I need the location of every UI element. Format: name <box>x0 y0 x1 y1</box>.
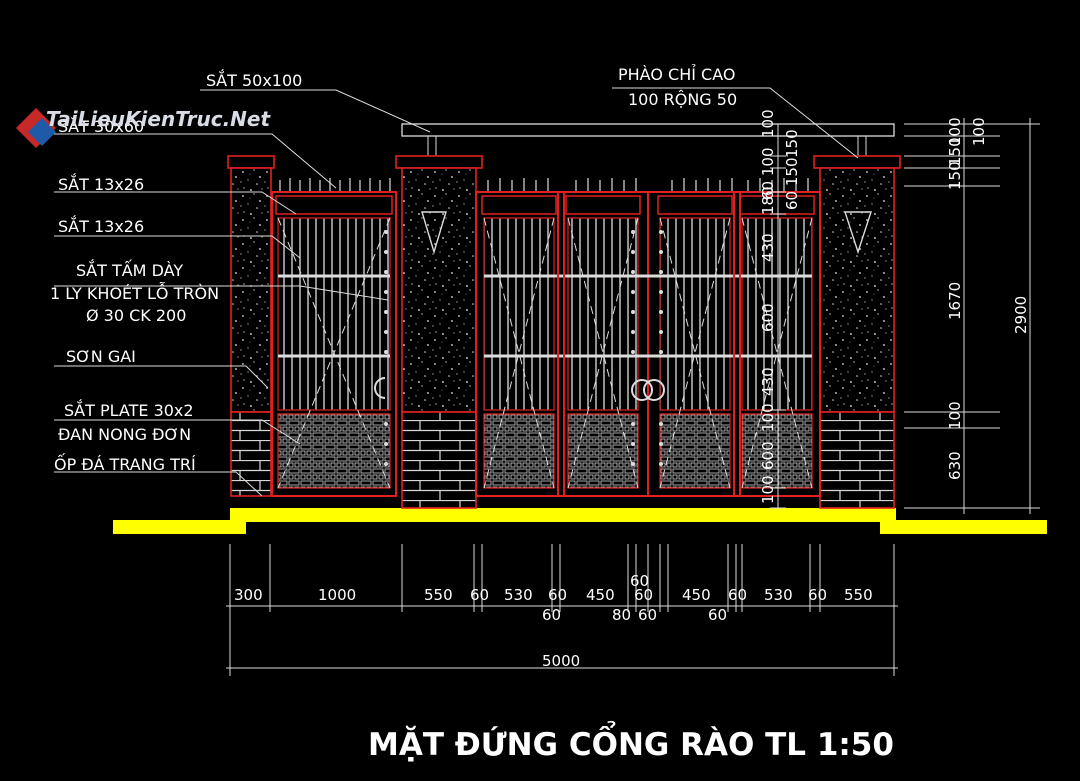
label-sat-30x60: SẮT 30x60 <box>58 115 144 136</box>
vdim-100a: 100 <box>759 109 777 138</box>
label-op-da-trang-tri: ỐP ĐÁ TRANG TRÍ <box>54 453 196 474</box>
hdim-60b: 60 <box>548 586 567 604</box>
hdim-60-low1: 60 <box>542 606 561 624</box>
vdim-60-150: 60 150 <box>783 158 801 211</box>
rdim-100a: 100 <box>946 117 964 146</box>
pillar-right <box>813 155 901 509</box>
watermark-logo: TaiLieuKienTruc.Net <box>16 107 271 148</box>
hdim-450b: 450 <box>682 586 711 604</box>
spikes-left <box>279 178 391 192</box>
label-phao-chi-cao: PHÀO CHỈ CAO <box>618 64 735 84</box>
rdim-100b: 100 <box>970 117 988 146</box>
label-sat-tam-line3: Ø 30 CK 200 <box>86 306 186 325</box>
label-dan-nong-don: ĐAN NONG ĐƠN <box>58 425 191 444</box>
hdim-550b: 550 <box>844 586 873 604</box>
hdim-60a: 60 <box>470 586 489 604</box>
label-phao-rong: 100 RỘNG 50 <box>628 90 737 109</box>
rail-post-left <box>427 135 437 157</box>
label-sat-plate: SẮT PLATE 30x2 <box>64 399 194 420</box>
label-sat-13x26-b: SẮT 13x26 <box>58 215 144 236</box>
vdim-100c: 100 <box>759 475 777 504</box>
vdim-600b: 600 <box>759 441 777 470</box>
vdim-180: 180 <box>759 186 777 215</box>
drawing-title: MẶT ĐỨNG CỔNG RÀO TL 1:50 <box>368 721 894 763</box>
pedestrian-gate <box>271 191 397 497</box>
top-cornice-rail <box>401 123 895 137</box>
hdim-60c: 60 <box>634 586 653 604</box>
rail-post-right <box>857 135 867 157</box>
hdim-530a: 530 <box>504 586 533 604</box>
vdim-600a: 600 <box>759 303 777 332</box>
label-sat-tam-line1: SẮT TẤM DÀY <box>76 259 183 280</box>
hdim-300: 300 <box>234 586 263 604</box>
label-son-gai: SƠN GAI <box>66 347 136 366</box>
hdim-60e: 60 <box>808 586 827 604</box>
ground-line <box>113 508 1047 534</box>
rdim-630: 630 <box>946 451 964 480</box>
vdim-100b: 100 <box>759 403 777 432</box>
watermark-text: TaiLieuKienTruc.Net <box>46 107 271 131</box>
pillar-middle <box>395 155 483 509</box>
spikes-right <box>487 178 809 192</box>
main-gate <box>475 191 821 497</box>
hdim-60-low2: 60 <box>638 606 657 624</box>
hdim-5000: 5000 <box>542 652 580 670</box>
hdim-550a: 550 <box>424 586 453 604</box>
hdim-530b: 530 <box>764 586 793 604</box>
rdim-2900: 2900 <box>1012 296 1030 334</box>
hdim-80: 80 <box>612 606 631 624</box>
pillar-left <box>227 155 275 497</box>
horizontal-dims <box>226 544 898 676</box>
rdim-1670: 1670 <box>946 282 964 320</box>
rivets <box>384 230 663 466</box>
label-sat-50x100: SẮT 50x100 <box>206 69 302 90</box>
hdim-60-top: 60 <box>630 572 649 590</box>
vertical-dims-right <box>904 118 1040 514</box>
vdim-60-100: 60 100 <box>759 148 777 201</box>
label-sat-13x26-a: SẮT 13x26 <box>58 173 144 194</box>
hdim-450a: 450 <box>586 586 615 604</box>
hdim-1000: 1000 <box>318 586 356 604</box>
vdim-430a: 430 <box>759 233 777 262</box>
vdim-430b: 430 <box>759 367 777 396</box>
label-sat-tam-line2: 1 LY KHOÉT LỖ TRÒN <box>50 282 219 303</box>
vdim-150a: 150 <box>783 129 801 158</box>
hdim-60d: 60 <box>728 586 747 604</box>
leader-lines <box>54 87 859 497</box>
hdim-60-low3: 60 <box>708 606 727 624</box>
vertical-dims-inner <box>770 124 786 509</box>
rdim-150a: 150 <box>946 137 964 166</box>
rdim-100c: 100 <box>946 401 964 430</box>
rdim-150b: 150 <box>946 161 964 190</box>
